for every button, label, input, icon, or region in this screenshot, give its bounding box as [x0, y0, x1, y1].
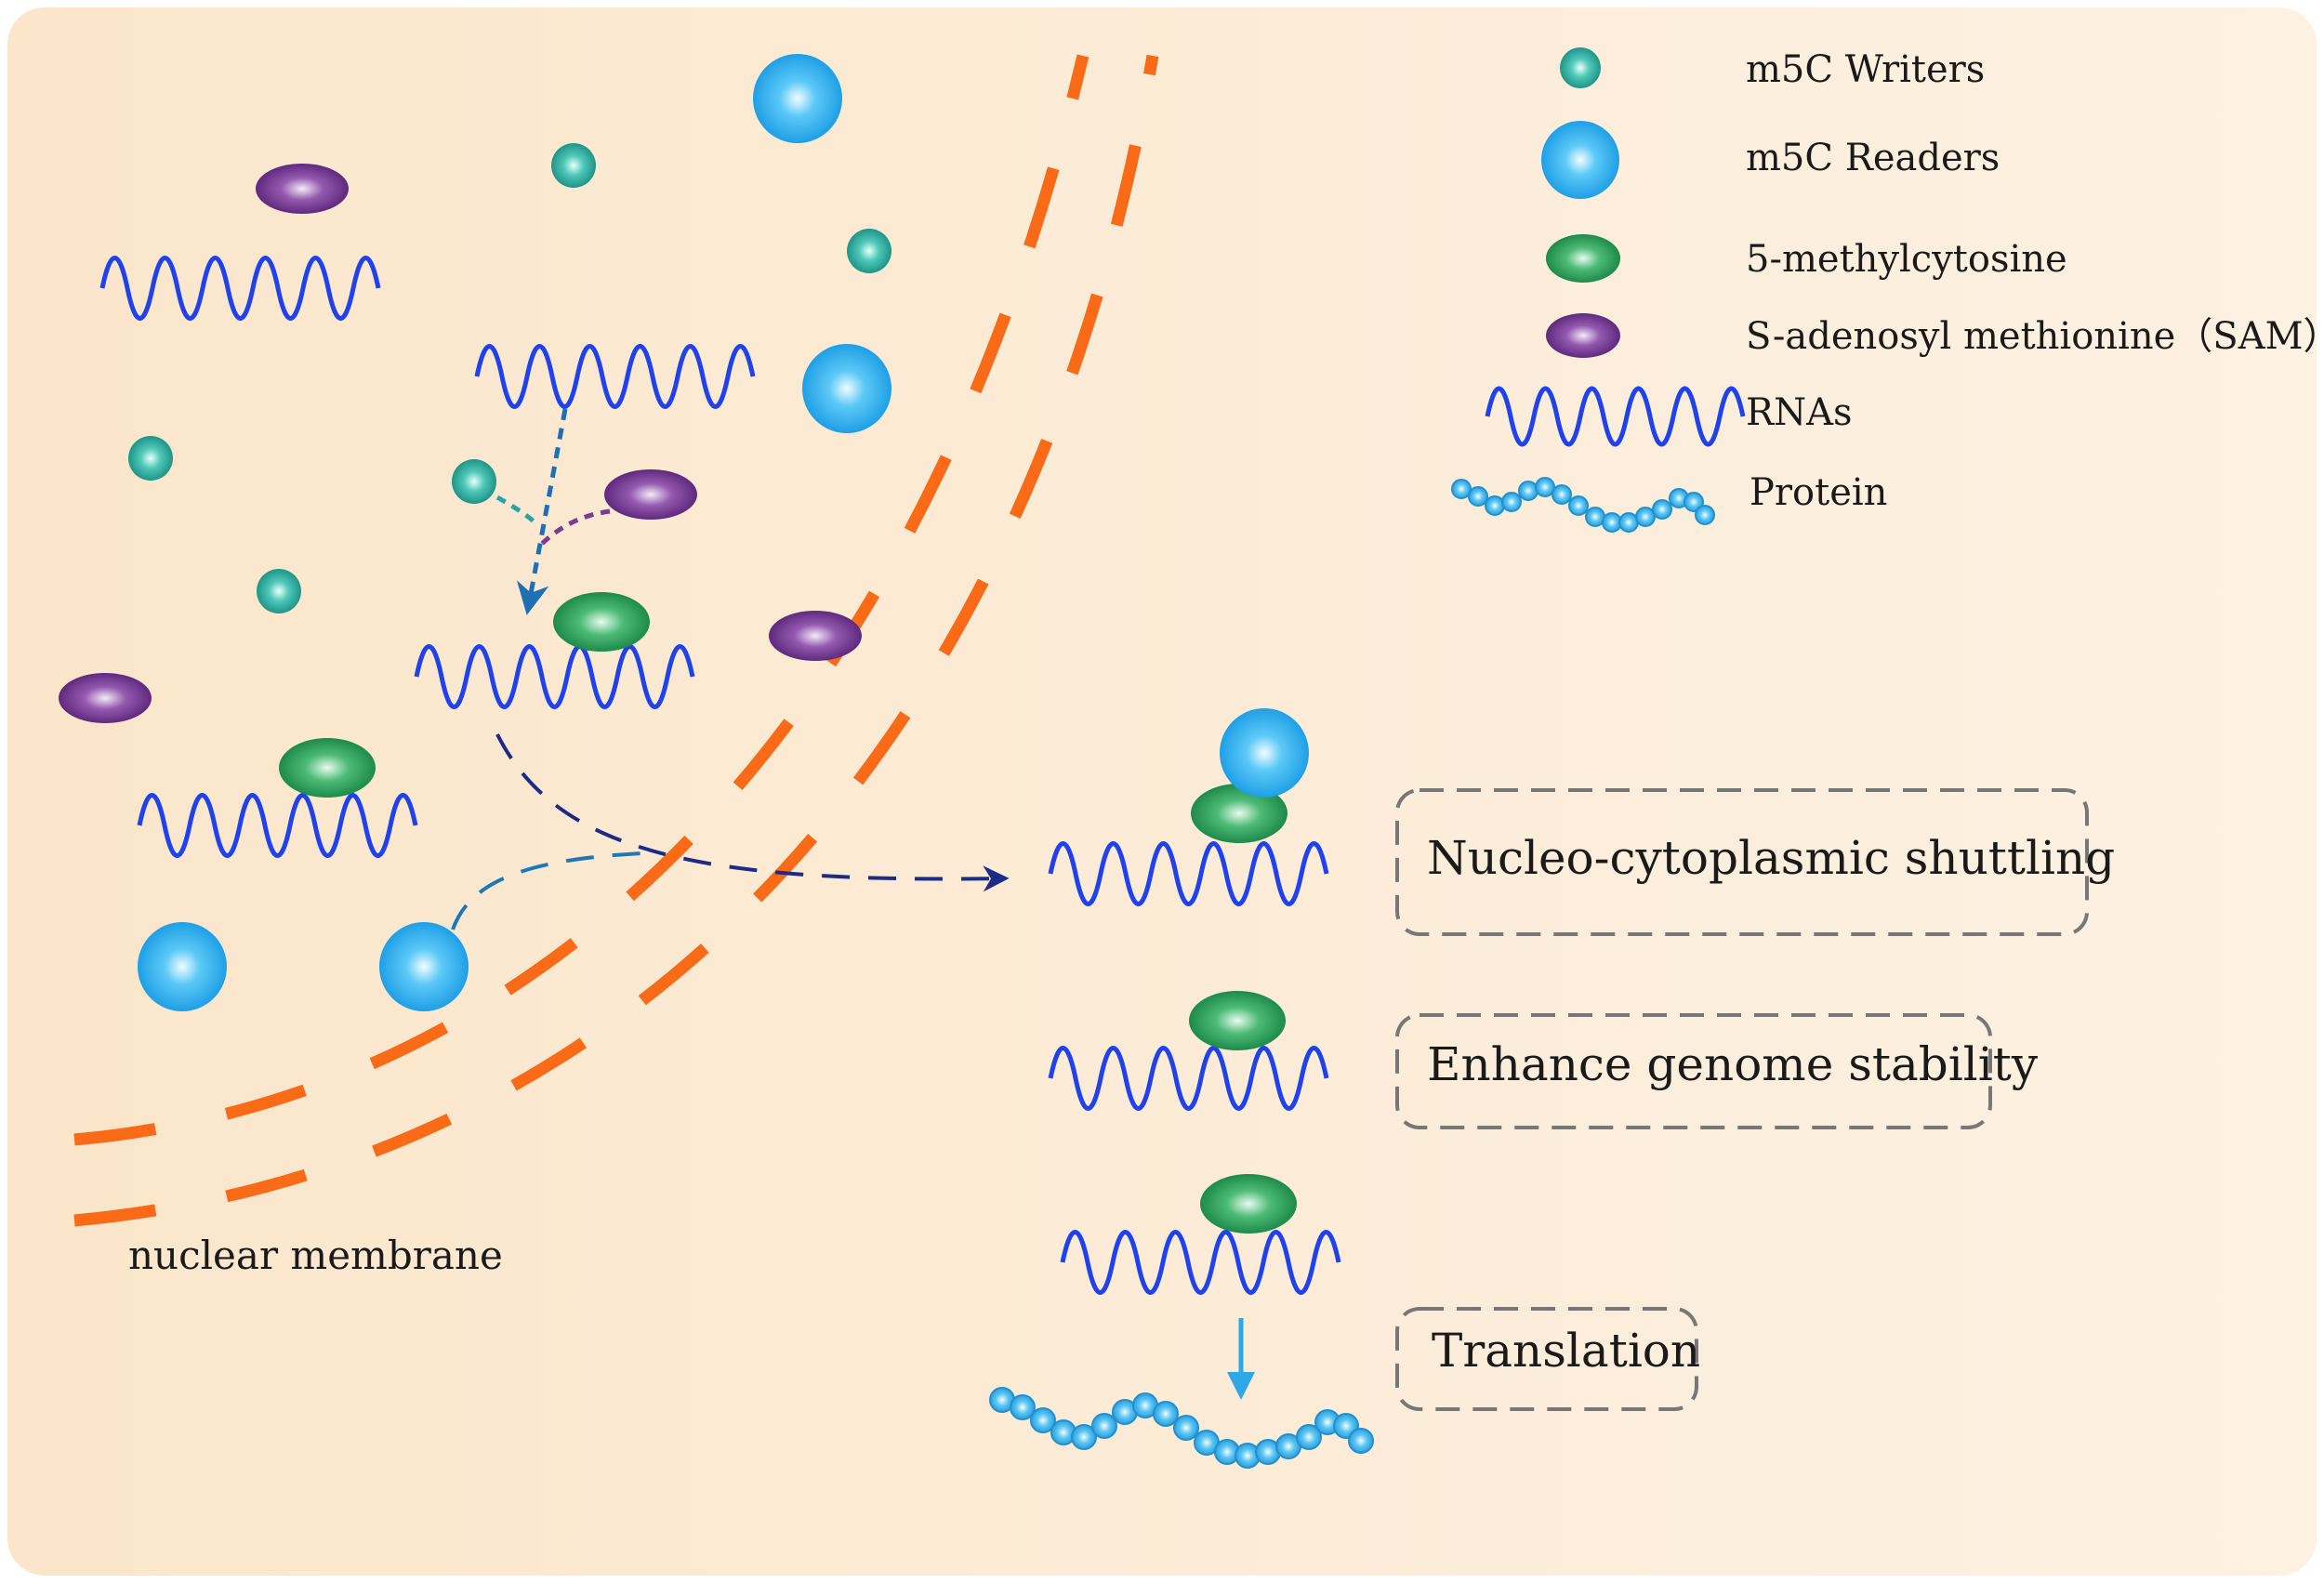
nuclear-export-arrow: [495, 733, 1010, 892]
legend-writer-label: m5C Writers: [1746, 48, 1985, 91]
legend-reader-label: m5C Readers: [1746, 137, 2000, 179]
legend-writer-swatch: [1560, 47, 1601, 88]
stability-label: Enhance genome stability: [1427, 1037, 2039, 1091]
methylcytosine-mark: [279, 738, 376, 798]
m5c-writer: [128, 436, 173, 481]
m5c-reader: [753, 54, 842, 143]
m5c-reader: [379, 922, 469, 1011]
sam-molecule: [59, 673, 152, 723]
sam-molecule: [604, 469, 697, 520]
rna-strand: [1048, 841, 1329, 906]
rna-strand: [1048, 1046, 1329, 1111]
m5c-writer: [551, 143, 596, 188]
m5c-reader: [802, 344, 891, 433]
rna-to-methylation-arrow: [516, 408, 568, 615]
translation-label: Translation: [1432, 1324, 1700, 1378]
methylcytosine-mark: [1189, 991, 1286, 1050]
sam-molecule: [769, 611, 862, 661]
legend-reader-swatch: [1541, 121, 1619, 199]
legend-rna-label: RNAs: [1746, 391, 1853, 434]
rna-strand: [474, 344, 756, 409]
legend-methyl-swatch: [1546, 234, 1620, 283]
legend-protein-label: Protein: [1750, 471, 1887, 514]
m5c-writer: [847, 229, 891, 273]
translation-box: [1395, 1307, 1698, 1411]
legend: m5C Writers m5C Readers 5-methylcytosine…: [1451, 47, 2324, 533]
sam-contribution-arrow: [535, 508, 611, 550]
rna-strand: [414, 644, 695, 709]
methylcytosine-mark: [1191, 784, 1287, 843]
rna-strand: [137, 793, 418, 858]
reader-binding-line: [451, 851, 642, 930]
legend-sam-swatch: [1546, 313, 1620, 358]
nuclear-membrane-inner: [73, 54, 1089, 1146]
m5c-reader: [1220, 708, 1309, 798]
nuclear-membrane-label: nuclear membrane: [128, 1233, 503, 1278]
writer-contribution-arrow: [495, 495, 539, 527]
legend-methyl-label: 5-methylcytosine: [1746, 238, 2067, 281]
methylcytosine-mark: [1200, 1174, 1297, 1233]
legend-rna-swatch: [1485, 386, 1746, 447]
sam-molecule: [256, 164, 349, 214]
m5c-writer: [257, 569, 301, 613]
rna-strand: [99, 256, 381, 321]
legend-sam-label: S-adenosyl methionine（SAM）: [1746, 315, 2324, 358]
shuttling-label: Nucleo-cytoplasmic shuttling: [1427, 831, 2115, 885]
protein-chain: [989, 1387, 1374, 1469]
methylcytosine-mark: [553, 592, 650, 652]
nuclear-membrane-outer: [73, 54, 1159, 1227]
legend-protein-swatch: [1451, 477, 1715, 533]
m5c-writer: [452, 459, 496, 504]
shuttling-box: [1395, 788, 2089, 936]
rna-strand: [1060, 1230, 1341, 1295]
m5c-reader: [138, 922, 227, 1011]
stability-box: [1395, 1013, 1992, 1129]
